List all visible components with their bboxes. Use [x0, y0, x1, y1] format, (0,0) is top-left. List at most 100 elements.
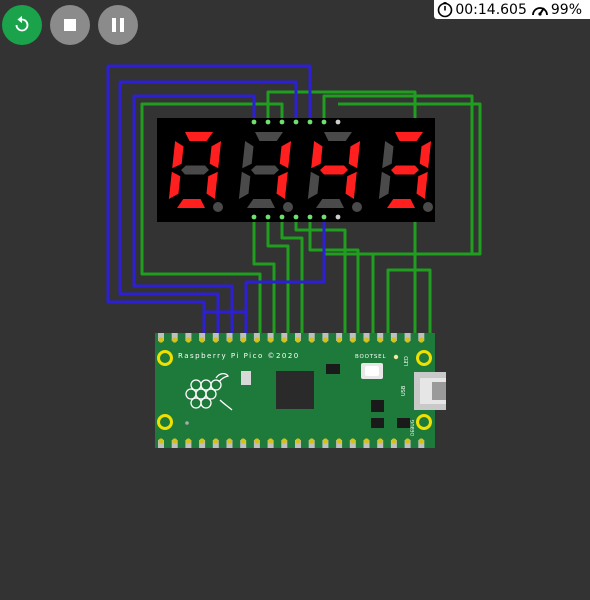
wire[interactable]	[244, 217, 326, 340]
flash-chip	[241, 371, 251, 385]
pico-pin-pad	[363, 438, 370, 444]
wire[interactable]	[386, 268, 432, 340]
pico-pin-pad	[268, 337, 274, 343]
pico-pin-bottom	[295, 440, 301, 448]
display-digit	[378, 132, 433, 212]
wire[interactable]	[202, 310, 246, 340]
segment-e	[168, 171, 181, 199]
pico-pin-pad	[391, 337, 397, 343]
pico-pin-pad	[240, 438, 246, 444]
pico-pin-pad	[268, 438, 274, 444]
wire[interactable]	[266, 217, 290, 340]
pico-pin-pad	[405, 438, 411, 444]
decimal-point	[423, 202, 433, 212]
segment-b	[419, 141, 432, 169]
wire[interactable]	[322, 94, 474, 340]
segment-f	[311, 141, 323, 169]
segment-c	[416, 171, 428, 199]
pico-pin-bottom	[267, 440, 274, 448]
pico-pin-bottom	[308, 440, 315, 448]
stop-button[interactable]	[50, 5, 90, 45]
segment-f	[382, 141, 394, 169]
pico-pin-pad	[254, 337, 260, 343]
segment-c	[206, 171, 218, 199]
seven-segment-display[interactable]	[157, 118, 435, 222]
pico-pin-headers	[158, 333, 425, 448]
usb-connector	[414, 372, 446, 410]
pico-pin-bottom	[404, 440, 411, 448]
pico-pin-pad	[213, 337, 219, 343]
pico-pin-pad	[336, 337, 342, 343]
pico-pin-top	[418, 333, 425, 341]
pico-pin-top	[253, 333, 260, 341]
display-pin	[279, 214, 285, 220]
wire[interactable]	[294, 217, 347, 340]
wire[interactable]	[106, 64, 312, 340]
wire[interactable]	[308, 217, 360, 340]
smd-component	[371, 418, 384, 428]
pico-pin-bottom	[322, 440, 329, 448]
segment-a	[395, 132, 423, 141]
mount-hole	[416, 414, 432, 430]
segment-f	[242, 141, 254, 169]
display-digit	[238, 132, 293, 212]
pico-pin-bottom	[226, 440, 233, 448]
pico-pin-top	[171, 333, 178, 341]
segment-e	[378, 171, 391, 199]
pico-pin-top	[349, 333, 356, 341]
pico-pin-bottom	[199, 440, 206, 448]
segment-c	[276, 171, 288, 199]
segment-g	[391, 165, 419, 175]
display-pin	[321, 214, 327, 220]
display-pin	[321, 119, 327, 125]
wire[interactable]	[140, 102, 284, 340]
display-pins-top	[251, 119, 341, 125]
pico-pin-top	[158, 333, 164, 341]
wire[interactable]	[132, 94, 256, 340]
smd-component	[397, 418, 410, 428]
pico-pin-pad	[418, 438, 424, 444]
pico-pin-bottom	[281, 440, 288, 448]
wire[interactable]	[325, 102, 482, 256]
regulator	[326, 364, 340, 374]
pico-pin-pad	[281, 337, 287, 343]
display-pin	[251, 119, 257, 125]
pause-button[interactable]	[98, 5, 138, 45]
stop-icon	[64, 19, 76, 31]
segment-a	[255, 132, 283, 141]
pico-pin-top	[404, 333, 411, 341]
pico-pin-bottom	[171, 440, 178, 448]
display-pin	[251, 214, 257, 220]
pico-pin-pad	[391, 438, 397, 444]
wire[interactable]	[280, 217, 304, 340]
pico-pin-pad	[350, 438, 356, 444]
display-pin	[307, 214, 313, 220]
segment-b	[279, 141, 292, 169]
rp2040-chip	[276, 371, 314, 409]
onboard-led	[393, 354, 399, 360]
pico-pin-bottom	[418, 440, 425, 448]
decimal-point	[283, 202, 293, 212]
segment-g	[251, 165, 279, 175]
pico-pin-top	[322, 333, 329, 341]
raspberry-pi-pico[interactable]: Raspberry Pi Pico ©2020 BOOTSEL LED USB …	[155, 333, 446, 448]
usb-label: USB	[401, 385, 407, 396]
segment-g	[181, 165, 209, 175]
pico-pin-pad	[185, 337, 191, 343]
wire[interactable]	[118, 80, 298, 340]
pico-pin-top	[199, 333, 206, 341]
pico-pin-pad	[377, 337, 383, 343]
decimal-point	[213, 202, 223, 212]
pico-pin-bottom	[349, 440, 356, 448]
restart-button[interactable]	[2, 5, 42, 45]
display-pin	[293, 119, 299, 125]
pico-pin-bottom	[363, 440, 370, 448]
pico-pin-top	[240, 333, 247, 341]
pico-pin-pad	[254, 438, 260, 444]
simulation-speed-value: 99%	[550, 1, 582, 18]
pico-pin-pad	[199, 438, 205, 444]
elapsed-time: 00:14.605	[437, 2, 527, 18]
wire[interactable]	[252, 217, 276, 340]
pico-pin-pad	[158, 337, 164, 343]
segment-e	[238, 171, 251, 199]
